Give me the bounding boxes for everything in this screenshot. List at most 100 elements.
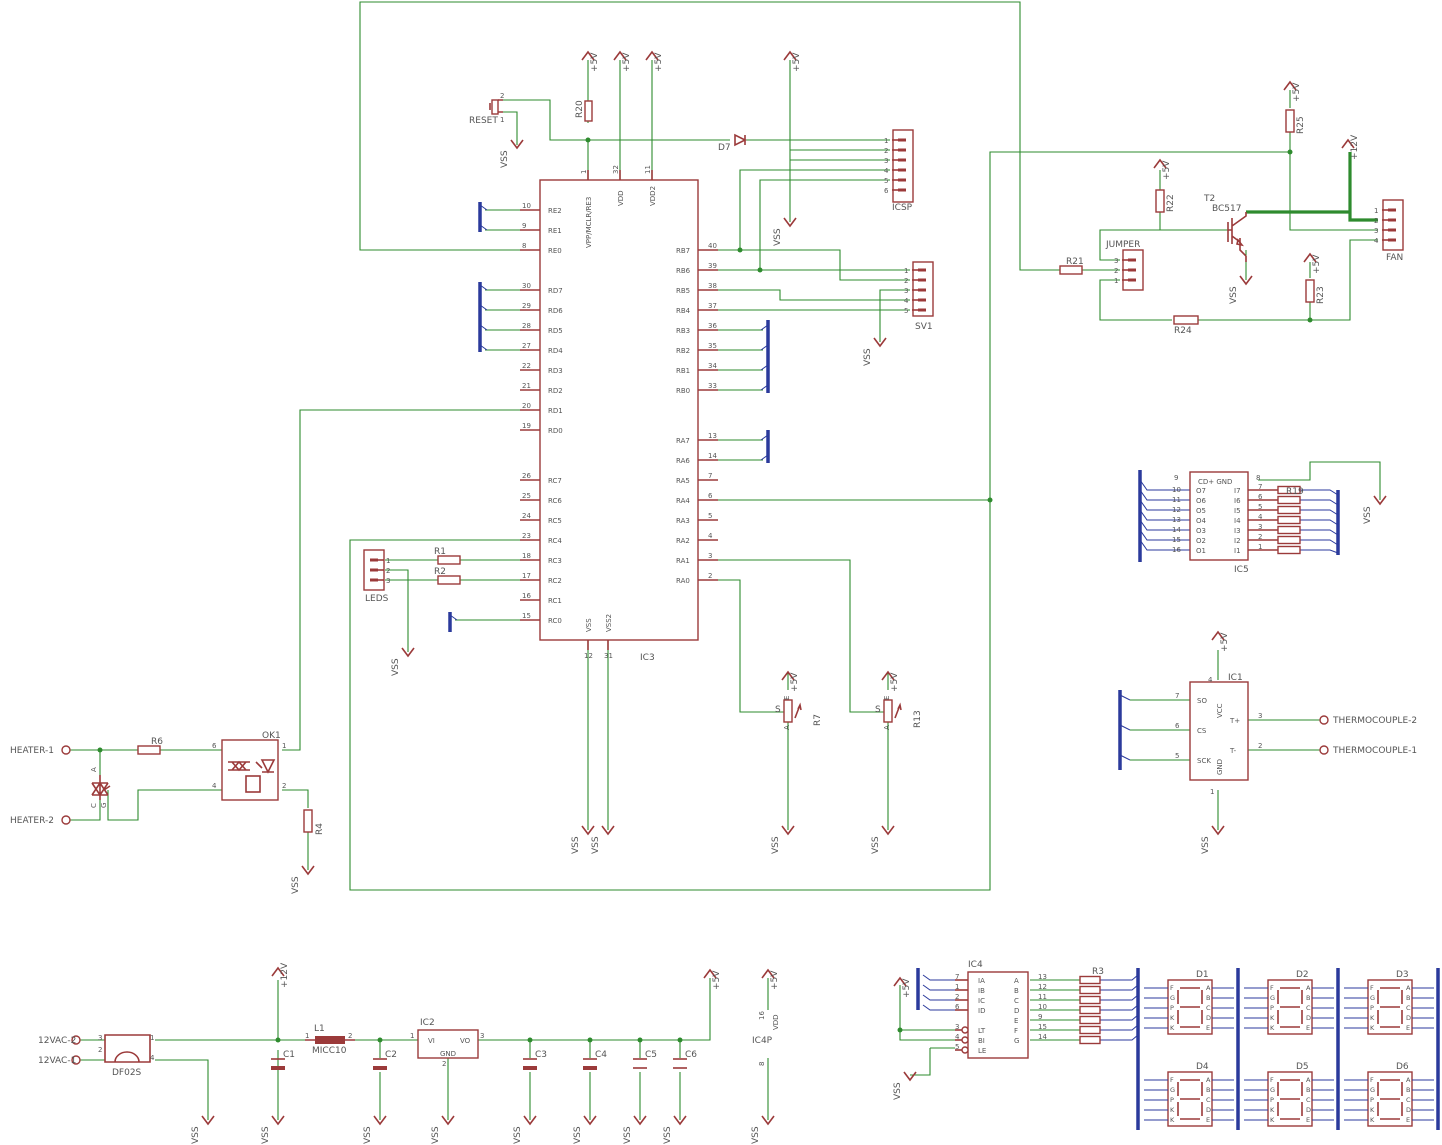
svg-text:2: 2 <box>98 1046 102 1054</box>
plus-12v-symbol: +12V <box>271 962 290 988</box>
pin-label: VDD2 <box>649 186 657 206</box>
svg-text:R13: R13 <box>913 710 923 728</box>
svg-text:R3: R3 <box>1092 967 1104 977</box>
svg-text:VSS: VSS <box>751 1126 761 1144</box>
pin-label: RD1 <box>548 407 563 415</box>
vss-symbol: VSS <box>771 825 795 854</box>
display-pin: C <box>1206 1004 1211 1012</box>
svg-text:4: 4 <box>150 1054 155 1062</box>
pin-number: 3 <box>884 157 888 165</box>
wires <box>70 1 1381 1120</box>
pin-number: 5 <box>1175 752 1179 760</box>
optocoupler-ok1: OK1 6 4 1 2 <box>212 731 286 801</box>
vss-symbol: VSS <box>261 1115 285 1144</box>
pin-number: 13 <box>1172 516 1181 524</box>
potentiometer-r13: S E A R13 <box>875 696 923 730</box>
thermocouple-1-connector: THERMOCOUPLE-1 <box>1319 745 1417 756</box>
display-pin: K <box>1370 1024 1375 1032</box>
svg-text:VSS: VSS <box>1363 506 1373 524</box>
capacitor-label: C4 <box>595 1050 607 1060</box>
power-symbols: +5V+5V+5V+5V+5V+5V+5V+5V+5V+5V+5V+5V+5V+… <box>191 50 1387 1144</box>
pin-number: 3 <box>1258 712 1262 720</box>
display-pin: K <box>1270 1024 1275 1032</box>
pin-label: RB4 <box>676 307 691 315</box>
pin-label: RD4 <box>548 347 563 355</box>
resistor-array-r3: R3 <box>1079 967 1104 1045</box>
pin-label: RD2 <box>548 387 563 395</box>
display-label: D5 <box>1296 1062 1309 1072</box>
pin-number: 19 <box>522 422 531 430</box>
svg-text:DF02S: DF02S <box>112 1068 142 1078</box>
pin-number: 38 <box>708 282 717 290</box>
plus-5v-symbol: +5V <box>881 670 900 692</box>
display-pin: C <box>1306 1096 1311 1104</box>
svg-text:1: 1 <box>410 1032 414 1040</box>
plus-5v-symbol: +5V <box>1303 252 1322 274</box>
pin-number: 36 <box>708 322 717 330</box>
svg-text:E: E <box>883 696 891 700</box>
display-pin: D <box>1206 1106 1211 1114</box>
vss-symbol: VSS <box>591 825 615 854</box>
vss-symbol: VSS <box>751 1115 775 1144</box>
svg-text:D7: D7 <box>718 143 731 153</box>
capacitor-label: C2 <box>385 1050 397 1060</box>
pin-number: 2 <box>904 277 908 285</box>
pin-number: 2 <box>708 572 712 580</box>
pin-number: 24 <box>522 512 531 520</box>
pin-label: RC5 <box>548 517 562 525</box>
svg-text:VSS: VSS <box>571 836 581 854</box>
pin-label: SCK <box>1197 757 1211 765</box>
pin-number: 40 <box>708 242 717 250</box>
svg-text:2: 2 <box>348 1032 352 1040</box>
svg-text:2: 2 <box>282 782 286 790</box>
vss-symbol: VSS <box>1229 275 1253 304</box>
display-pin: G <box>1370 994 1375 1002</box>
vss-symbol: VSS <box>513 1115 537 1144</box>
pin-number: 4 <box>884 167 889 175</box>
capacitor: C2 <box>373 1050 397 1070</box>
svg-text:JUMPER: JUMPER <box>1105 240 1140 250</box>
display-label: D2 <box>1296 970 1309 980</box>
svg-text:A: A <box>783 725 791 730</box>
display-pin: A <box>1306 1076 1311 1084</box>
pin-label: RC7 <box>548 477 562 485</box>
svg-text:G: G <box>100 803 108 808</box>
pin-number: 6 <box>1258 493 1263 501</box>
pin-number: 2 <box>386 567 390 575</box>
display-pin: G <box>1170 1086 1175 1094</box>
capacitor-label: C1 <box>283 1050 295 1060</box>
pin-number: 8 <box>522 242 526 250</box>
pin-label: LT <box>978 1027 986 1035</box>
pin-label: O6 <box>1196 497 1207 505</box>
pin-label: RC3 <box>548 557 562 565</box>
pin-label: B <box>1014 987 1019 995</box>
vss-symbol: VSS <box>871 825 895 854</box>
pin-label: ID <box>978 1007 985 1015</box>
pin-label: O1 <box>1196 547 1206 555</box>
pin-number: 4 <box>1374 237 1379 245</box>
capacitor-label: C3 <box>535 1050 547 1060</box>
svg-text:MICC10: MICC10 <box>312 1046 347 1056</box>
pin-number: 7 <box>1175 692 1179 700</box>
triac: A C G <box>90 767 111 808</box>
display-pin: B <box>1206 994 1210 1002</box>
svg-text:VSS: VSS <box>663 1126 673 1144</box>
resistors: R20 R1 R2 R6 R4 R21 R22 R23 R24 R25 <box>137 100 1326 835</box>
pin-label: RB2 <box>676 347 690 355</box>
pin-label: RA4 <box>676 497 690 505</box>
pin-number: 3 <box>1114 257 1118 265</box>
svg-text:VDD: VDD <box>772 1014 780 1030</box>
display-pin: K <box>1170 1024 1175 1032</box>
pin-number: 1 <box>580 170 588 174</box>
pin-label: O2 <box>1196 537 1206 545</box>
display-pin: K <box>1370 1116 1375 1124</box>
pin-number: 26 <box>522 472 531 480</box>
pin-label: IC <box>978 997 985 1005</box>
vss-symbol: VSS <box>191 1115 215 1144</box>
svg-text:8: 8 <box>758 1062 766 1066</box>
svg-text:VSS: VSS <box>871 836 881 854</box>
pin-number: 1 <box>1258 543 1262 551</box>
